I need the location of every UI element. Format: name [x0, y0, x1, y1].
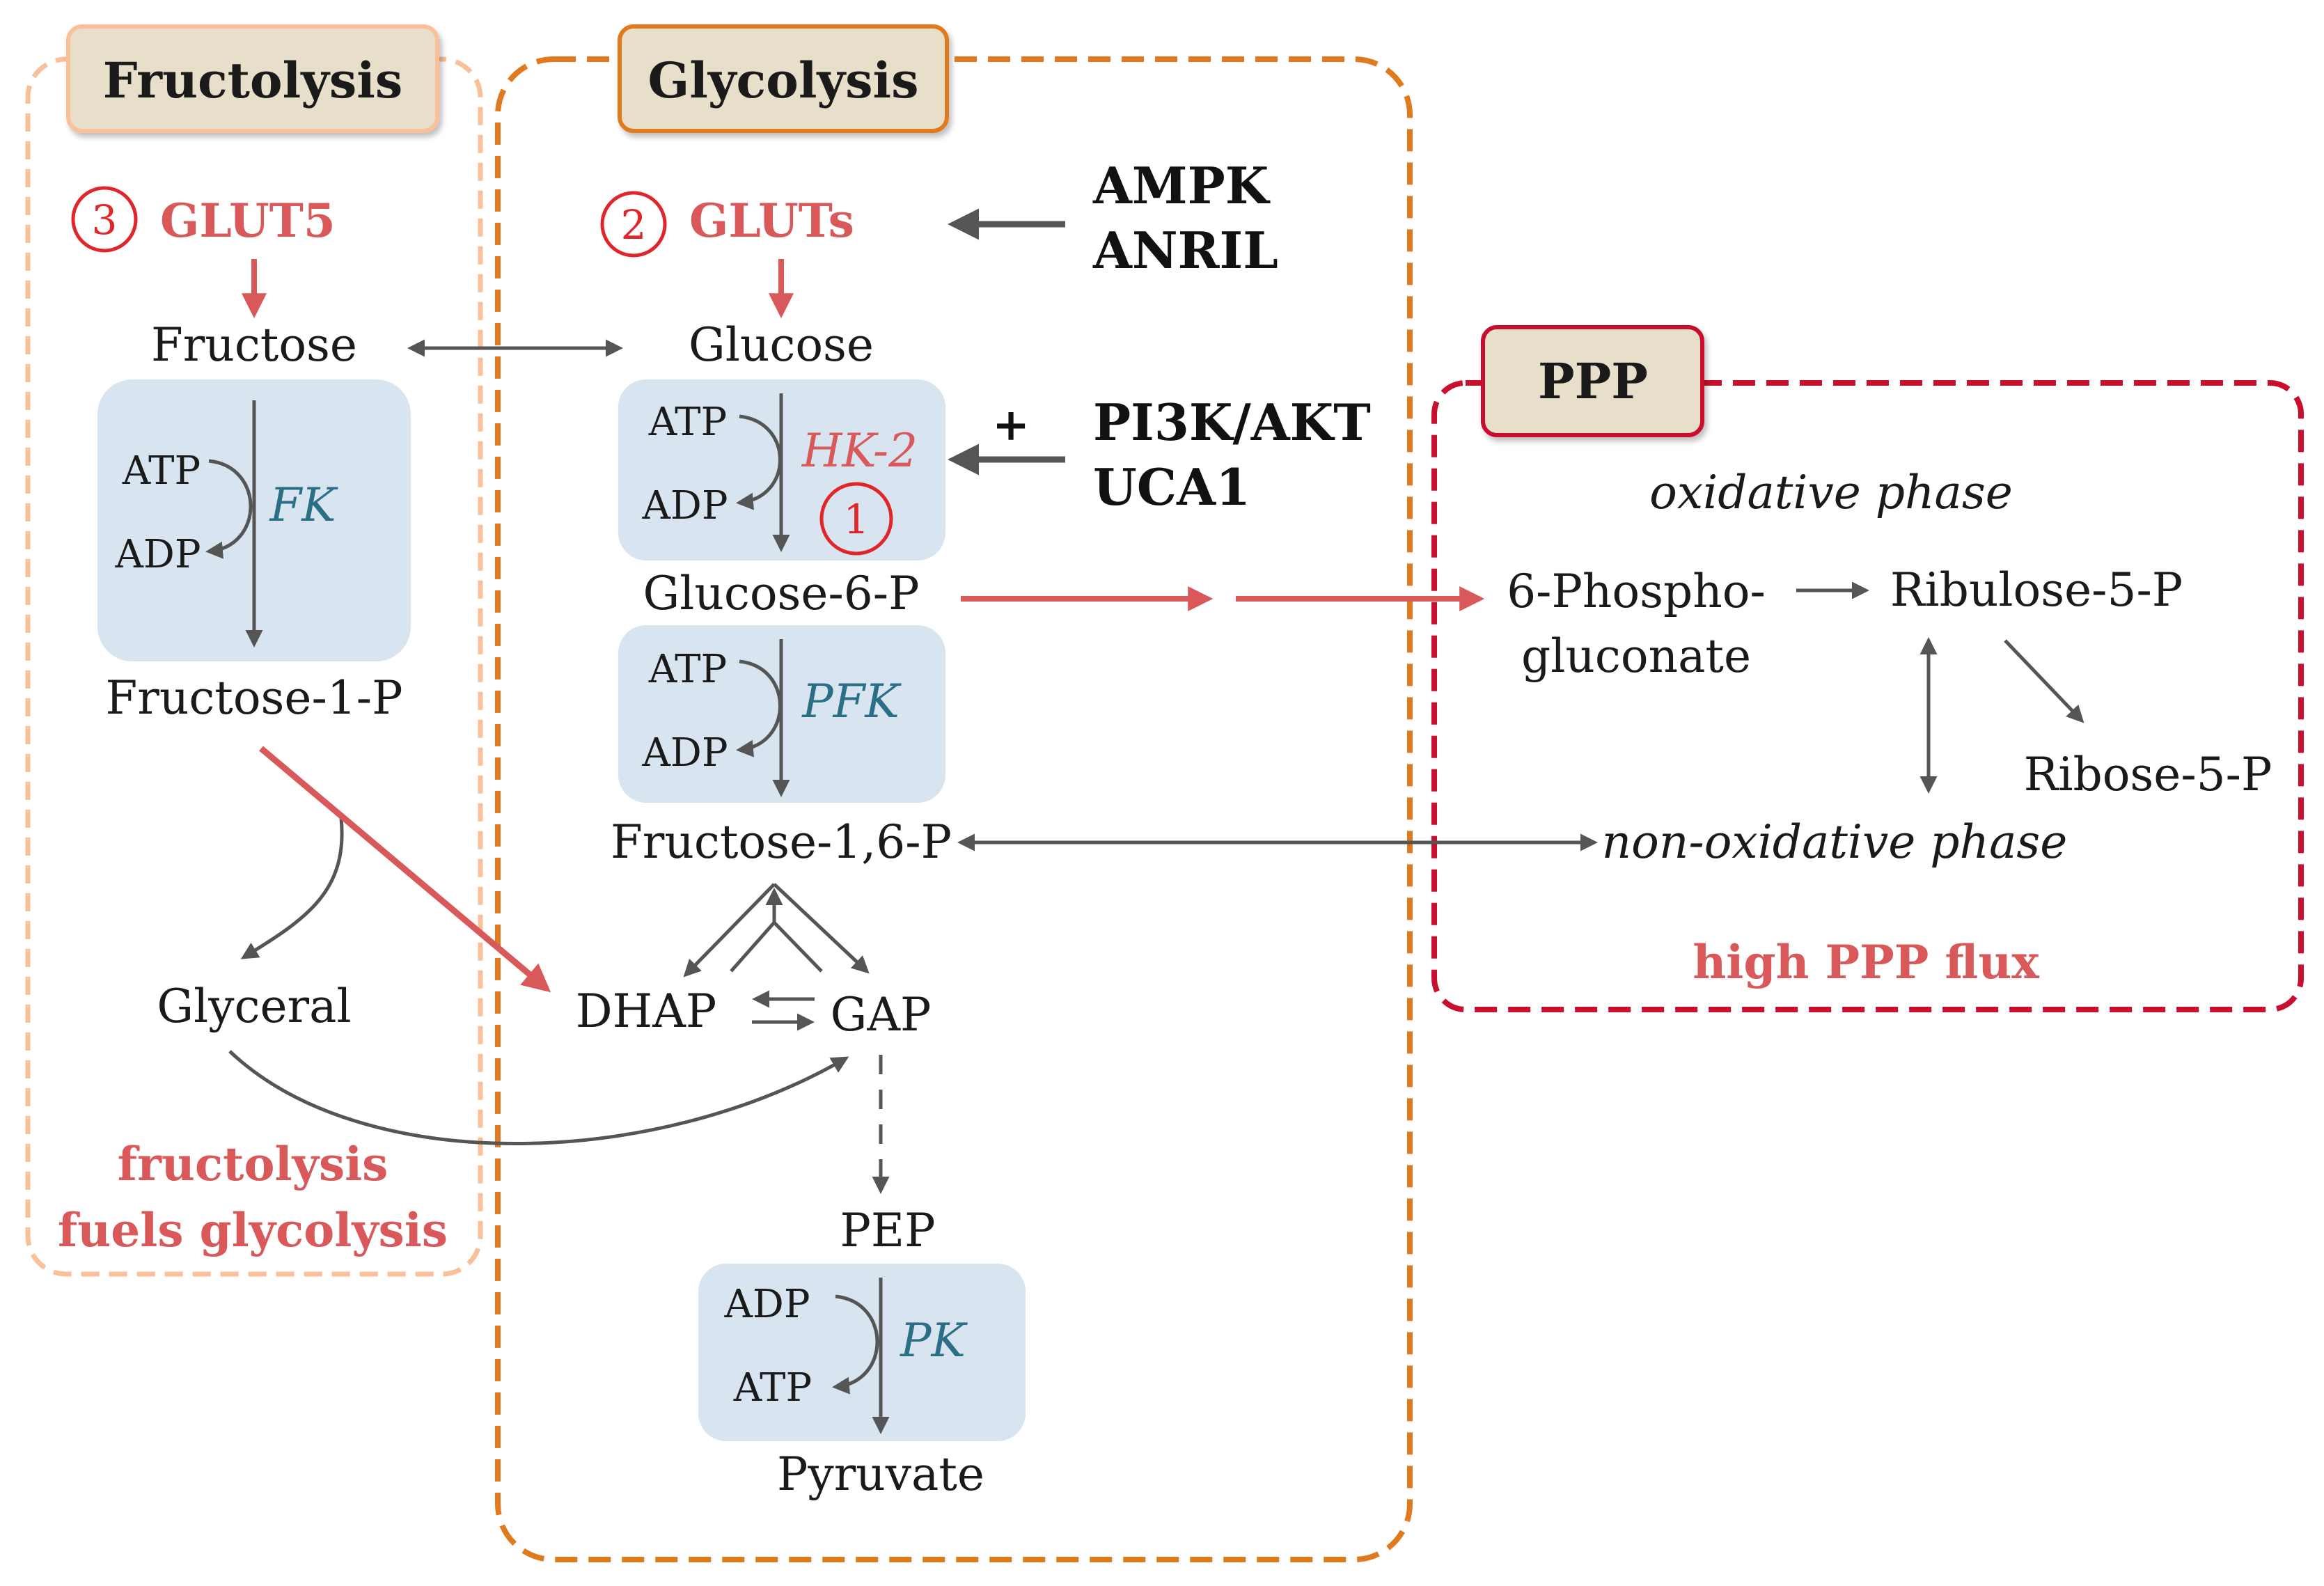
fructose-1-6-p-label: Fructose-1,6-P — [611, 815, 952, 869]
fk-atp-label: ATP — [122, 448, 201, 494]
fructolysis-footer-line2: fuels glycolysis — [58, 1203, 448, 1257]
anril-label: ANRIL — [1092, 221, 1278, 280]
dhap-label: DHAP — [576, 984, 717, 1038]
marker-1-label: 1 — [844, 496, 870, 543]
hk2-cofactor-arrow — [736, 414, 782, 510]
glucose-label: Glucose — [689, 318, 874, 372]
fructose-1-p-label: Fructose-1-P — [105, 671, 402, 725]
glucose-6-p-label: Glucose-6-P — [643, 567, 920, 620]
fructolysis-title: Fructolysis — [103, 52, 403, 109]
pfk-enzyme-label: PFK — [801, 675, 902, 728]
hk2-atp-label: ATP — [648, 400, 727, 445]
ribose-5-p-label: Ribose-5-P — [2024, 748, 2272, 801]
pk-cofactor-arrow — [832, 1294, 879, 1395]
fructolysis-title-box: Fructolysis — [66, 24, 439, 133]
glycolysis-panel — [495, 56, 1413, 1562]
fk-cofactor-arrow — [205, 459, 253, 559]
6-phosphogluconate-label-line1: 6-Phospho- — [1507, 565, 1766, 618]
marker-2-label: 2 — [621, 201, 647, 249]
6-phosphogluconate-label-line2: gluconate — [1521, 629, 1751, 683]
ppp-footer: high PPP flux — [1693, 935, 2039, 989]
pyruvate-label: Pyruvate — [777, 1447, 984, 1501]
pk-enzyme-label: PK — [900, 1314, 968, 1367]
pk-enzyme-box — [698, 1264, 1026, 1441]
glycolysis-title-box: Glycolysis — [618, 24, 949, 133]
pk-adp-label: ADP — [723, 1282, 810, 1327]
marker-3: 3 — [71, 186, 138, 253]
non-oxidative-phase-label: non-oxidative phase — [1602, 815, 2068, 869]
gap-label: GAP — [831, 988, 932, 1042]
ribulose-5-p-label: Ribulose-5-P — [1890, 563, 2183, 617]
ppp-panel — [1431, 380, 2304, 1012]
pfk-atp-label: ATP — [648, 647, 727, 692]
fructose-1-p-to-glyceral-arrow — [240, 817, 344, 959]
fructose-1-p-to-dhap-arrow — [259, 746, 551, 993]
hk2-enzyme-label: HK-2 — [801, 424, 918, 478]
hk2-adp-label: ADP — [641, 483, 728, 528]
aldolase-arrows — [683, 883, 870, 977]
activation-plus-sign: + — [992, 399, 1030, 451]
gluts-label: GLUTs — [689, 194, 854, 248]
ppp-title-box: PPP — [1481, 325, 1704, 437]
marker-1: 1 — [819, 482, 893, 556]
pfk-cofactor-arrow — [736, 659, 782, 757]
pk-atp-label: ATP — [733, 1365, 812, 1411]
marker-3-label: 3 — [92, 196, 118, 244]
ribulose-to-ribose-arrow — [2004, 639, 2084, 723]
fk-enzyme-label: FK — [269, 478, 338, 532]
pi3k-akt-label: PI3K/AKT — [1093, 393, 1371, 452]
fructolysis-footer-line1: fructolysis — [118, 1137, 388, 1191]
fructolysis-panel — [25, 56, 483, 1277]
glut5-label: GLUT5 — [160, 194, 336, 248]
ppp-title: PPP — [1538, 352, 1648, 410]
oxidative-phase-label: oxidative phase — [1649, 466, 2013, 519]
fructose-label: Fructose — [151, 318, 357, 372]
pfk-adp-label: ADP — [641, 730, 728, 776]
ampk-label: AMPK — [1092, 156, 1271, 215]
glycolysis-title: Glycolysis — [647, 52, 918, 109]
uca1-label: UCA1 — [1093, 457, 1250, 517]
fk-adp-label: ADP — [114, 532, 201, 577]
glyceral-to-gap-arrow — [228, 1050, 849, 1145]
pep-label: PEP — [840, 1204, 936, 1257]
marker-2: 2 — [600, 191, 667, 258]
glyceral-label: Glyceral — [157, 980, 351, 1033]
